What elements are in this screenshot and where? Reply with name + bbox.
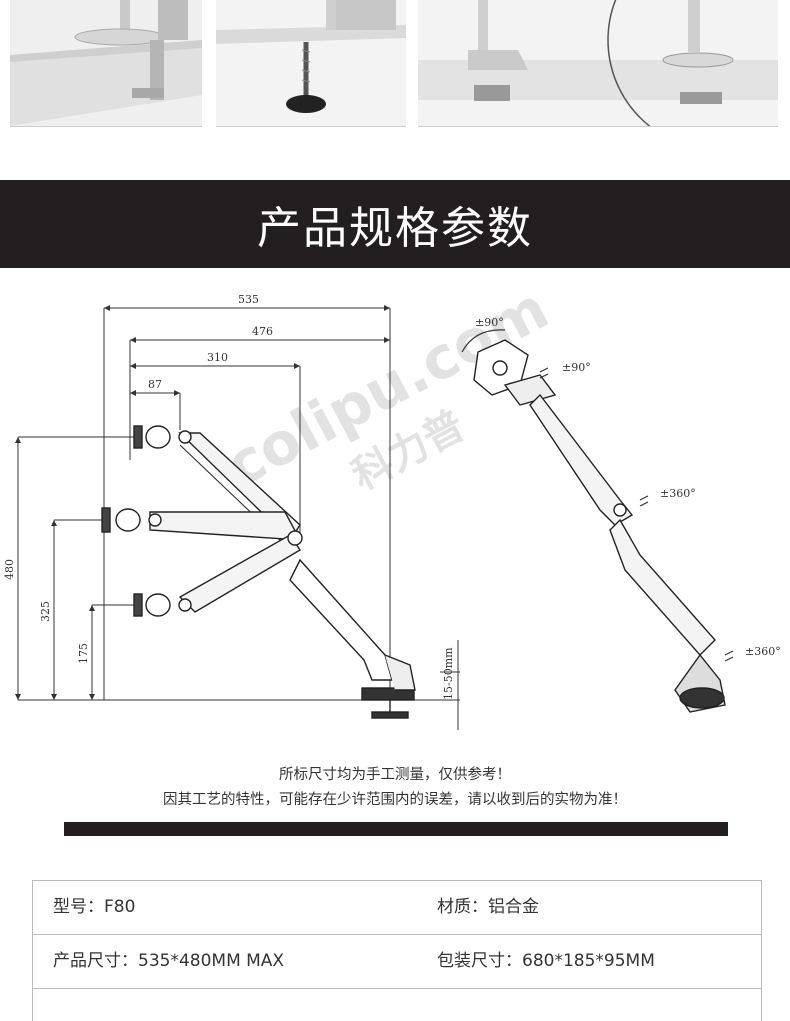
spec-model-label: 型号： [53,897,104,917]
photo-clamp-screw [216,0,406,127]
arm-perspective-view [473,339,726,713]
rotation-base-label: ±360° [745,645,781,658]
arm-side-view [101,425,416,719]
dim-clamp-range: 15-50mm [442,647,455,700]
spec-model-value: F80 [104,897,136,917]
spec-package-size-value: 680*185*95MM [522,951,655,971]
dim-height-175: 175 [77,643,90,664]
dim-width-535: 535 [238,293,259,306]
spec-material: 材质：铝合金 [437,881,539,934]
rotation-swivel-label: ±90° [562,361,591,374]
dim-width-87: 87 [148,378,162,391]
dim-height-325: 325 [39,601,52,622]
rotation-elbow-label: ±360° [660,487,696,500]
spec-section-banner: 产品规格参数 [0,180,790,268]
measurement-note-1: 所标尺寸均为手工测量，仅供参考！ [279,767,511,783]
installation-photo-strip [0,0,790,128]
spec-package-size: 包装尺寸：680*185*95MM [437,935,655,988]
dim-width-476: 476 [252,325,273,338]
spec-product-size-label: 产品尺寸： [53,951,138,971]
spec-table: 型号：F80 材质：铝合金 产品尺寸：535*480MM MAX 包装尺寸：68… [32,880,762,1021]
dim-height-480: 480 [3,559,16,580]
spec-model: 型号：F80 [53,881,135,934]
spec-material-value: 铝合金 [488,897,539,917]
spec-row: 产品尺寸：535*480MM MAX 包装尺寸：680*185*95MM [33,935,761,989]
spec-package-size-label: 包装尺寸： [437,951,522,971]
photo-grommet-mount [418,0,778,127]
spec-product-size: 产品尺寸：535*480MM MAX [53,935,284,988]
spec-product-size-value: 535*480MM MAX [138,951,285,971]
dim-width-310: 310 [207,351,228,364]
section-divider [64,822,728,836]
dimension-diagram: 535 476 310 87 480 325 175 15-50mm [3,293,781,730]
spec-row: 型号：F80 材质：铝合金 [33,881,761,935]
rotation-tilt-label: ±90° [475,316,504,329]
banner-title: 产品规格参数 [257,203,533,254]
measurement-note-2: 因其工艺的特性，可能存在少许范围内的误差，请以收到后的实物为准！ [163,792,627,808]
photo-clamp-desk-edge [10,0,202,127]
spec-material-label: 材质： [437,897,488,917]
